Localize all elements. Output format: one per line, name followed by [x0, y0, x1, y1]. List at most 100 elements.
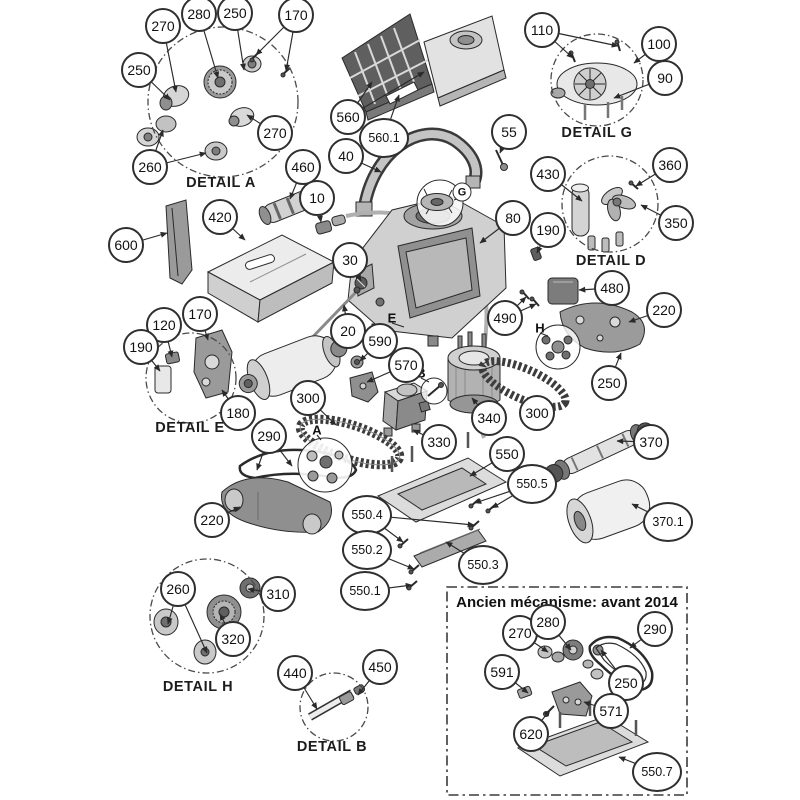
ref-marker-g: G [452, 182, 472, 202]
callout-100[interactable]: 100 [641, 26, 677, 62]
callout-290[interactable]: 290 [251, 418, 287, 454]
detail-label-a: DETAIL A [186, 175, 256, 191]
callout-350[interactable]: 350 [658, 205, 694, 241]
callout-480[interactable]: 480 [594, 270, 630, 306]
callout-55[interactable]: 55 [491, 114, 527, 150]
callout-430[interactable]: 430 [530, 156, 566, 192]
callout-330[interactable]: 330 [421, 424, 457, 460]
callout-300[interactable]: 300 [519, 395, 555, 431]
callout-170[interactable]: 170 [182, 296, 218, 332]
ref-marker-line [391, 322, 405, 328]
callout-550.3[interactable]: 550.3 [458, 545, 508, 585]
callout-250[interactable]: 250 [217, 0, 253, 31]
callout-360[interactable]: 360 [652, 147, 688, 183]
ref-marker-h: H [535, 320, 545, 336]
callout-250[interactable]: 250 [591, 365, 627, 401]
callout-280[interactable]: 280 [530, 604, 566, 640]
ref-marker-line [420, 377, 430, 383]
callout-550.1[interactable]: 550.1 [340, 571, 390, 611]
track-right-300 [478, 357, 570, 411]
callout-300[interactable]: 300 [290, 380, 326, 416]
callout-620[interactable]: 620 [513, 716, 549, 752]
callout-440[interactable]: 440 [277, 655, 313, 691]
callout-310[interactable]: 310 [260, 576, 296, 612]
pump-unit-330 [382, 382, 431, 437]
callout-40[interactable]: 40 [328, 138, 364, 174]
callout-450[interactable]: 450 [362, 649, 398, 685]
detail-region-E [145, 332, 237, 424]
callout-340[interactable]: 340 [471, 400, 507, 436]
callout-260[interactable]: 260 [132, 149, 168, 185]
detail-e-parts [154, 329, 233, 399]
callout-90[interactable]: 90 [647, 60, 683, 96]
callout-571[interactable]: 571 [593, 693, 629, 729]
side-plate-220-bottom-left [221, 477, 332, 535]
detail-region-H [149, 558, 265, 674]
detail-label-g: DETAIL G [561, 125, 633, 141]
callout-220[interactable]: 220 [194, 502, 230, 538]
callout-30[interactable]: 30 [332, 242, 368, 278]
callout-250[interactable]: 250 [121, 52, 157, 88]
detail-label-e: DETAIL E [155, 420, 225, 436]
detail-label-d: DETAIL D [575, 253, 647, 269]
flap-rail-550-3 [413, 528, 487, 568]
callout-550.4[interactable]: 550.4 [342, 495, 392, 535]
callout-591[interactable]: 591 [484, 654, 520, 690]
callout-550.7[interactable]: 550.7 [632, 752, 682, 792]
callout-560[interactable]: 560 [330, 99, 366, 135]
callout-550.2[interactable]: 550.2 [342, 530, 392, 570]
ref-marker-a: A [312, 422, 322, 438]
callout-250[interactable]: 250 [608, 665, 644, 701]
legacy-box-title: Ancien mécanisme: avant 2014 [456, 594, 678, 611]
legacy-box-border [446, 586, 688, 796]
callout-560.1[interactable]: 560.1 [359, 118, 409, 158]
callout-370.1[interactable]: 370.1 [643, 502, 693, 542]
callout-270[interactable]: 270 [257, 115, 293, 151]
detail-a-gear-parts [136, 50, 291, 161]
callout-270[interactable]: 270 [145, 8, 181, 44]
detail-region-B [299, 672, 369, 742]
ref-marker-line [539, 332, 549, 337]
callout-570[interactable]: 570 [388, 347, 424, 383]
detail-label-b: DETAIL B [296, 739, 368, 755]
callout-260[interactable]: 260 [160, 571, 196, 607]
callout-220[interactable]: 220 [646, 292, 682, 328]
callout-190[interactable]: 190 [530, 212, 566, 248]
detail-label-h: DETAIL H [162, 679, 234, 695]
callout-420[interactable]: 420 [202, 199, 238, 235]
fastener-mini-circle-a [297, 437, 353, 493]
callout-490[interactable]: 490 [487, 300, 523, 336]
callout-370[interactable]: 370 [633, 424, 669, 460]
callout-170[interactable]: 170 [278, 0, 314, 33]
callout-10[interactable]: 10 [299, 180, 335, 216]
callout-20[interactable]: 20 [330, 313, 366, 349]
ref-marker-line [316, 434, 322, 441]
callout-290[interactable]: 290 [637, 611, 673, 647]
detail-region-A [147, 26, 299, 178]
detail-region-G [550, 33, 644, 127]
screws-490 [519, 289, 540, 307]
callout-180[interactable]: 180 [220, 395, 256, 431]
callout-280[interactable]: 280 [181, 0, 217, 32]
callout-550.5[interactable]: 550.5 [507, 464, 557, 504]
callout-190[interactable]: 190 [123, 329, 159, 365]
detail-b-tube [308, 684, 366, 721]
side-flap-600 [165, 199, 193, 285]
callout-600[interactable]: 600 [108, 227, 144, 263]
callout-110[interactable]: 110 [524, 12, 560, 48]
foam-roller-370-1 [566, 479, 651, 544]
handle-40 [355, 127, 483, 217]
screw-detail-circle-b [420, 377, 448, 405]
impeller-mini-circle [416, 179, 464, 227]
callout-460[interactable]: 460 [285, 149, 321, 185]
ref-marker-e: E [387, 310, 397, 326]
detail-region-D [561, 155, 659, 253]
main-body-80 [347, 195, 507, 347]
callout-80[interactable]: 80 [495, 200, 531, 236]
motor-cover-480 [547, 277, 579, 305]
callout-320[interactable]: 320 [215, 621, 251, 657]
filter-housing-560-1 [385, 15, 507, 107]
